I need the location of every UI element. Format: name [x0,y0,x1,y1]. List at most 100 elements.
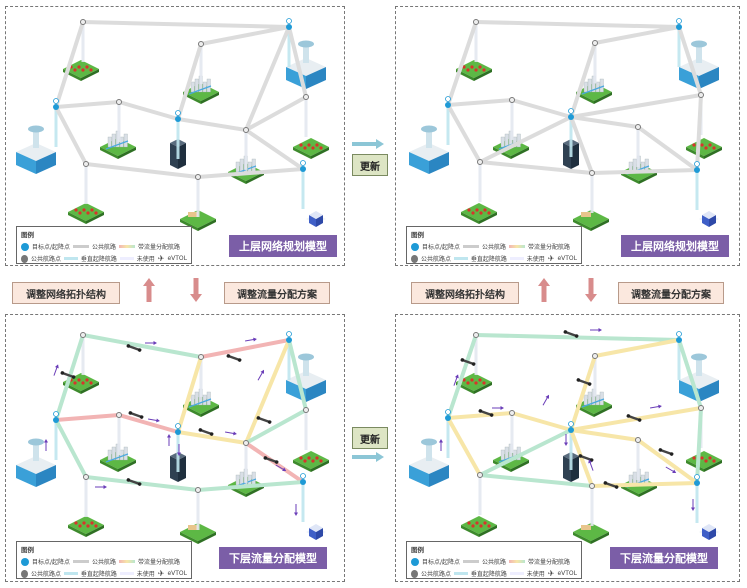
route-edge [510,411,573,432]
target-node-marker [694,161,700,167]
waypoint-icon [473,19,479,25]
residential-block-icon [461,516,497,537]
route-edge [244,338,291,445]
model-title: 下层流量分配模型 [610,547,718,569]
drone-body [257,416,271,424]
road [188,85,212,95]
adjust-topology-label: 调整网络拓扑结构 [12,282,120,304]
ground-edge [81,69,99,81]
flow-arrow-icon [95,485,107,489]
arrow-head [44,439,48,443]
route-edge [636,125,699,172]
target-node-marker [676,18,682,24]
residential-block-icon [68,203,104,224]
residential-block-icon [180,523,216,544]
drone-body [479,409,493,417]
waypoint-icon [243,127,249,133]
network-diagram [409,18,722,231]
flow-arrow-icon [44,439,48,451]
drone-rotor [263,456,268,460]
drone-rotor [226,354,231,358]
city-block-icon [576,388,612,417]
house-roof [86,211,90,215]
ground-edge [573,219,591,231]
update-arrow-icon [352,139,384,149]
building [194,391,199,406]
road [581,398,605,408]
evtol-drone-icon [256,416,272,424]
house-roof [482,381,486,385]
house-roof [73,381,77,385]
arrow-head [103,485,107,489]
legend-vertical-route: 垂直起降航路 [470,571,507,578]
flow-arrow-icon [439,439,443,451]
ground-edge [246,485,264,497]
route-edge [176,355,203,434]
drone-rotor [198,428,203,432]
drone-rotor [209,432,214,436]
drone-rotor [460,358,465,362]
building [123,446,128,461]
legend-title: 图例 [21,231,34,239]
target-node-icon [300,166,306,172]
target-node-icon [676,24,682,30]
building [247,161,252,173]
house-roof [708,456,712,460]
target-node-marker [568,421,574,427]
house-roof [299,456,303,460]
target-node-marker [300,160,306,166]
route-edge [446,20,478,107]
waypoint-icon [473,332,479,338]
waypoint-icon [83,161,89,167]
up-arrow-icon [538,278,550,302]
drone-rotor [626,414,631,418]
vertiport-tower-icon [409,438,449,487]
hospital-icon [699,211,719,227]
drone-rotor [603,481,608,485]
roof [702,211,716,219]
network-diagram [409,328,722,544]
congestion-route-swatch [119,560,136,563]
legend-evtol: eVTOL [167,570,187,577]
road [188,398,212,408]
waypoint-icon [509,97,515,103]
hospital-icon [306,211,326,227]
route-edge [244,25,291,132]
legend-vertical-route: 垂直起降航路 [80,571,117,578]
house-roof [319,146,323,150]
hospital-icon [699,524,719,540]
house-roof [466,381,470,385]
legend-unused: 未使用 [136,256,155,263]
city-block-icon [183,75,219,104]
vertiport-tower-icon [16,438,56,487]
route-edge [199,25,291,46]
target-node-icon [676,337,682,343]
evtol-drone-icon: ✈ [157,254,165,263]
route-edge [54,418,88,479]
ground-edge [118,147,136,159]
ground-edge [180,532,198,544]
building [504,133,509,148]
legend-unused: 未使用 [526,571,545,578]
congestion-route-swatch [119,245,136,248]
target-node-marker [175,423,181,429]
house-roof [85,65,89,69]
drone-rotor [137,482,142,486]
drone-rotor [128,411,133,415]
flow-arrow-icon [275,464,287,471]
target-node-icon [445,102,451,108]
tower-stem [33,443,39,461]
arrow-head [500,406,504,410]
route-edge [695,406,703,485]
drone-rotor [478,409,483,413]
arrow-head [691,507,695,511]
target-node-icon [286,337,292,343]
route-edge [117,100,180,121]
tower-cab [298,40,314,48]
route-edge [478,473,594,488]
waypoint-icon [80,332,86,338]
building [123,133,128,148]
house-roof [315,456,319,460]
tower-stem [696,45,702,63]
route-edge [478,160,594,175]
